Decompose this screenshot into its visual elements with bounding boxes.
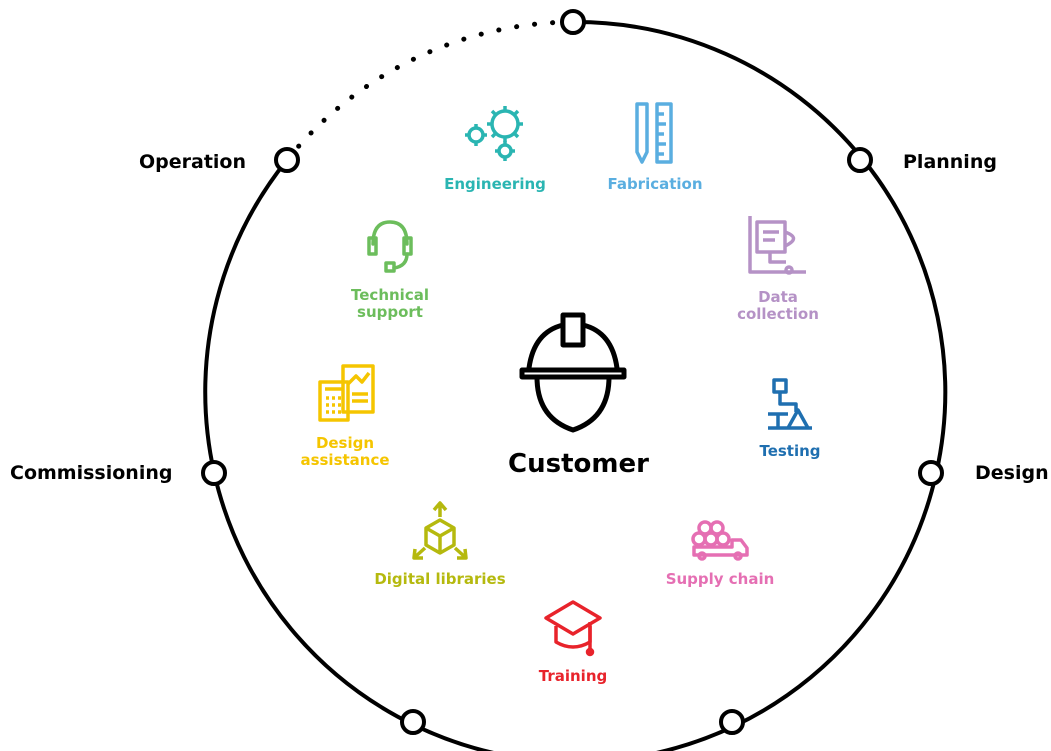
stage-label-planning: Planning — [903, 151, 997, 173]
stage-label-design: Design — [975, 462, 1049, 484]
node-commissioning — [201, 460, 227, 486]
node-design — [918, 460, 944, 486]
service-label-supply-chain: Supply chain — [665, 570, 775, 588]
data-collection-icon — [748, 216, 806, 275]
pencil-ruler-icon — [635, 102, 673, 164]
service-label-fabrication: Fabrication — [607, 175, 703, 193]
node-top — [560, 9, 586, 35]
ring-dotted-segment — [284, 19, 576, 163]
service-label-testing: Testing — [759, 442, 821, 460]
headset-icon — [367, 220, 413, 273]
stage-label-commissioning: Commissioning — [10, 462, 173, 484]
microscope-icon — [768, 378, 812, 430]
node-bottom-left — [400, 709, 426, 735]
node-planning — [847, 147, 873, 173]
ring-arc — [203, 19, 948, 751]
gears-icon — [465, 106, 523, 161]
service-label-data-collection: Data collection — [737, 288, 819, 323]
center-label-customer: Customer — [508, 449, 649, 479]
service-label-digital-libraries: Digital libraries — [374, 570, 506, 588]
calculator-chart-icon — [318, 364, 375, 422]
service-label-design-assistance: Design assistance — [300, 434, 390, 469]
hard-hat-icon — [519, 312, 627, 433]
node-operation — [274, 147, 300, 173]
service-label-technical-support: Technical support — [351, 286, 429, 321]
truck-pipes-icon — [691, 520, 749, 561]
stage-label-operation: Operation — [139, 151, 247, 173]
service-label-engineering: Engineering — [444, 175, 546, 193]
node-bottom-right — [719, 709, 745, 735]
cube-arrows-icon — [412, 501, 468, 560]
graduation-cap-icon — [544, 600, 602, 657]
service-label-training: Training — [538, 667, 608, 685]
